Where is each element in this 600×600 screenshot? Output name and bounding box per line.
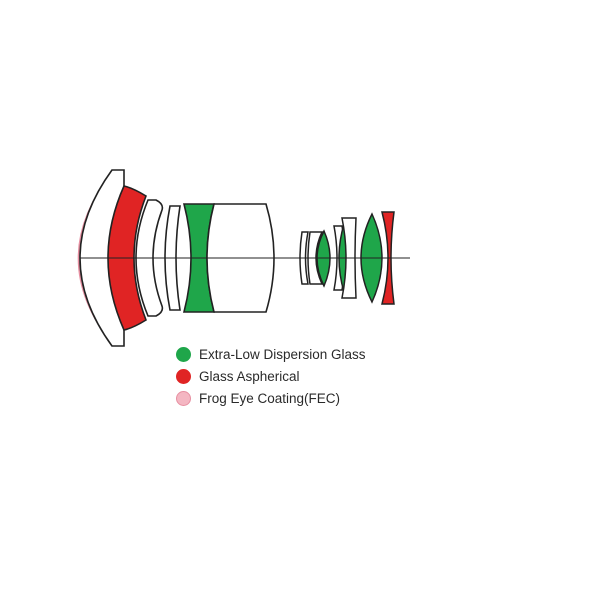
legend-item-aspherical: Glass Aspherical [176,365,366,387]
legend: Extra-Low Dispersion Glass Glass Aspheri… [176,343,366,409]
legend-item-ed-glass: Extra-Low Dispersion Glass [176,343,366,365]
legend-label: Frog Eye Coating(FEC) [199,390,341,406]
legend-item-fec: Frog Eye Coating(FEC) [176,387,366,409]
green-dot-icon [176,346,191,362]
red-dot-icon [176,368,191,384]
legend-label: Glass Aspherical [199,368,300,384]
legend-label: Extra-Low Dispersion Glass [199,346,366,362]
pink-dot-icon [176,390,191,406]
